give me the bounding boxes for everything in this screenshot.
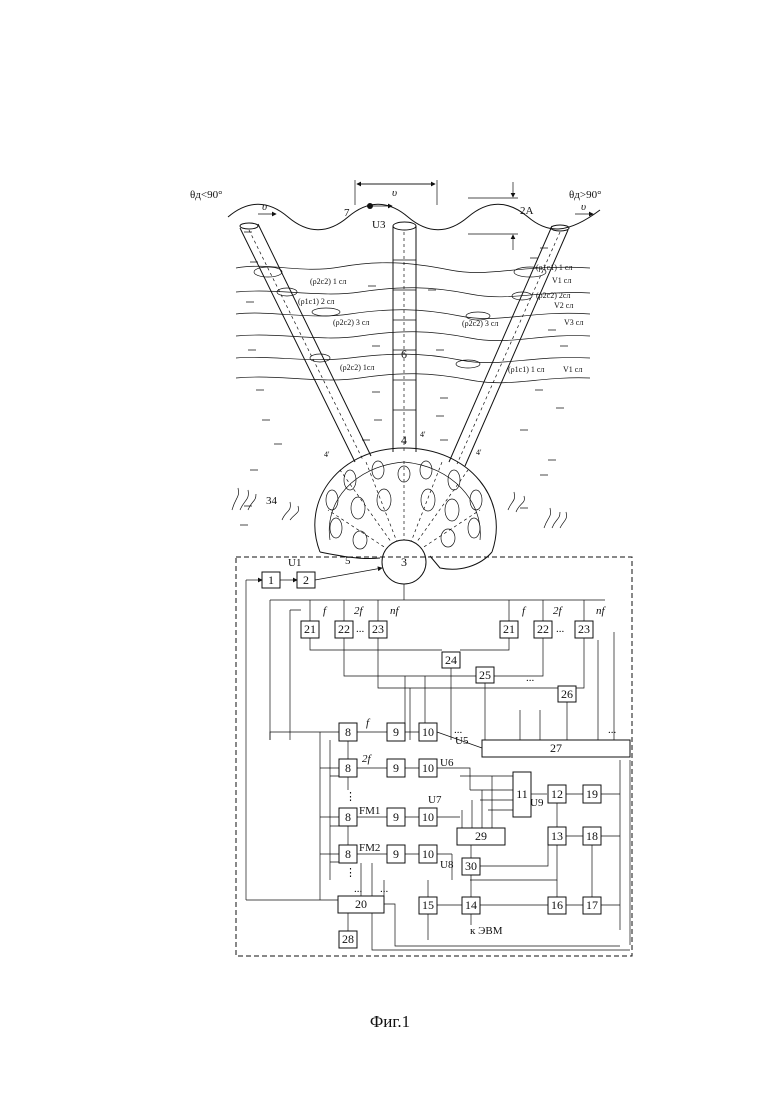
plant-label: 34 (266, 495, 278, 507)
block-9d: 9 (393, 847, 399, 861)
u1-label: U1 (288, 557, 301, 569)
f1-label: f (323, 605, 328, 617)
block-23a: 23 (372, 622, 384, 636)
block-19: 19 (586, 787, 598, 801)
block-28: 28 (342, 932, 354, 946)
dots-b: ... (556, 623, 565, 635)
figure-caption: Фиг.1 (0, 1012, 780, 1032)
lfm1-label: FM1 (359, 805, 380, 817)
f2-label: 2f (354, 605, 365, 617)
u3-label: U3 (372, 219, 386, 231)
item-4a-label: 4' (420, 430, 426, 439)
layer-3-left: (ρ2c2) 3 сл (333, 318, 369, 327)
u9-label: U9 (530, 797, 544, 809)
block-11: 11 (516, 787, 528, 801)
u6-label: U6 (440, 757, 454, 769)
dots-a: ... (356, 623, 365, 635)
v2-label: V2 сл (554, 301, 573, 310)
block-24: 24 (445, 653, 457, 667)
left-tube (240, 223, 371, 462)
lfm2-label: FM2 (359, 842, 380, 854)
block-9c: 9 (393, 810, 399, 824)
item-4c-label: 4' (476, 448, 482, 457)
layer-3-right: (ρ2c2) 3 сл (462, 319, 498, 328)
block-9b: 9 (393, 761, 399, 775)
l2f-label: 2f (362, 753, 373, 765)
layer-2-left: (ρ1c1) 2 сл (298, 297, 334, 306)
block-22a: 22 (338, 622, 350, 636)
v-left: υ (262, 201, 267, 213)
v1-label: V1 сл (552, 276, 571, 285)
block-18: 18 (586, 829, 598, 843)
block-16: 16 (551, 898, 563, 912)
block-1: 1 (268, 573, 274, 587)
v4-label: V1 сл (563, 365, 582, 374)
block-10c: 10 (422, 810, 434, 824)
v3-label: V3 сл (564, 318, 583, 327)
evm-label: к ЭВМ (470, 925, 503, 937)
block-8c: 8 (345, 810, 351, 824)
fn-label: nf (390, 605, 401, 617)
block-10b: 10 (422, 761, 434, 775)
vdots-b: ⋮ (345, 867, 356, 879)
layer-1-left: (ρ2c2) 1 сл (310, 277, 346, 286)
speed-label: υ (392, 187, 397, 199)
wave-number: 7 (344, 207, 350, 219)
lf-label: f (366, 717, 371, 729)
block-21a: 21 (304, 622, 316, 636)
block-15: 15 (422, 898, 434, 912)
block-2: 2 (303, 573, 309, 587)
block-8b: 8 (345, 761, 351, 775)
block-17: 17 (586, 898, 598, 912)
surface-wave (228, 204, 600, 230)
f2b-label: 2f (553, 605, 564, 617)
block-23b: 23 (578, 622, 590, 636)
block-27: 27 (550, 741, 562, 755)
f1b-label: f (522, 605, 527, 617)
block-20: 20 (355, 897, 367, 911)
block-10d: 10 (422, 847, 434, 861)
right-tube (449, 225, 569, 466)
block-22b: 22 (537, 622, 549, 636)
layer-4-right: (ρ1c1) 1 сл (508, 365, 544, 374)
dots-c: ... (526, 672, 535, 684)
block-29: 29 (475, 829, 487, 843)
block-8d: 8 (345, 847, 351, 861)
sea-scene: υ 7 2A θд<90° θд>90° υ υ (ρ2c2) 1 сл (ρ1… (190, 180, 601, 584)
block-26: 26 (561, 687, 573, 701)
theta-left: θд<90° (190, 189, 222, 201)
block-diagram: 1 2 U1 21 22 23 f 2f nf ... 21 22 23 f 2… (236, 557, 632, 956)
block-9a: 9 (393, 725, 399, 739)
item-4b-label: 4' (324, 450, 330, 459)
item-4-label: 4 (401, 433, 407, 447)
plant-icon (232, 488, 567, 528)
block-13: 13 (551, 829, 563, 843)
amplitude-label: 2A (520, 205, 534, 217)
dots-e: ... (608, 724, 617, 736)
block-10a: 10 (422, 725, 434, 739)
tube-label-6: 6 (401, 347, 407, 361)
block-21b: 21 (503, 622, 515, 636)
u7-label: U7 (428, 794, 442, 806)
v-right: υ (581, 201, 586, 213)
block-14: 14 (465, 898, 477, 912)
block-12: 12 (551, 787, 563, 801)
vdots-a: ⋮ (345, 791, 356, 803)
center-tube (393, 222, 416, 452)
block-8a: 8 (345, 725, 351, 739)
layer-1-right: (ρ1c1) 1 сл (536, 263, 572, 272)
layer-4-left: (ρ2c2) 1сл (340, 363, 374, 372)
theta-right: θд>90° (569, 189, 601, 201)
block-25: 25 (479, 668, 491, 682)
fnb-label: nf (596, 605, 607, 617)
block-30: 30 (465, 859, 477, 873)
